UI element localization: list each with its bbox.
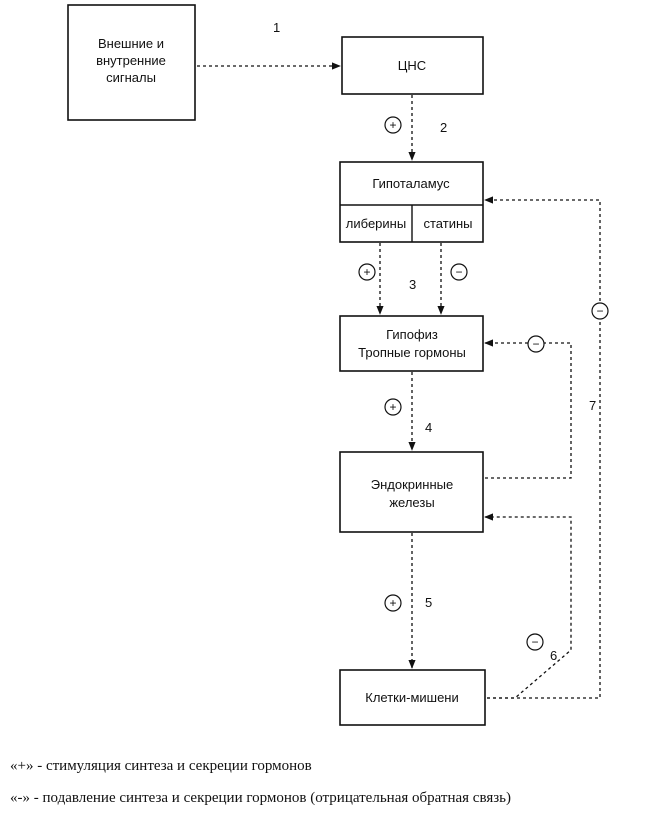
svg-text:−: −: [596, 304, 603, 318]
legend-minus: «-» - подавление синтеза и секреции горм…: [10, 790, 511, 806]
svg-text:+: +: [389, 118, 396, 132]
minus-sign-pituitary-feedback: −: [527, 335, 545, 353]
svg-text:−: −: [531, 635, 538, 649]
step-number-4: 4: [425, 420, 432, 435]
signals-label-line1: Внешние и: [98, 36, 164, 51]
plus-sign-5: +: [384, 594, 402, 612]
svg-text:+: +: [363, 265, 370, 279]
pituitary-label-line1: Гипофиз: [386, 327, 438, 342]
step-number-5: 5: [425, 595, 432, 610]
step-number-2: 2: [440, 120, 447, 135]
targets-label: Клетки-мишени: [365, 690, 459, 705]
glands-label-line1: Эндокринные: [371, 477, 453, 492]
minus-sign-hypothalamus-feedback: −: [591, 302, 609, 320]
legend-plus: «+» - стимуляция синтеза и секреции горм…: [10, 758, 312, 774]
svg-text:−: −: [455, 265, 462, 279]
hypothalamus-box: Гипоталамус либерины статины: [339, 161, 484, 243]
minus-sign-6: −: [526, 633, 544, 651]
feedback-glands-to-pituitary: [484, 339, 572, 479]
statins-label: статины: [424, 216, 473, 231]
feedback-targets-to-hypothalamus: [484, 196, 601, 699]
minus-sign-3: −: [450, 263, 468, 281]
signals-label-line3: сигналы: [106, 70, 156, 85]
pituitary-box: Гипофиз Тропные гормоны: [339, 315, 484, 372]
glands-box: Эндокринные железы: [339, 451, 484, 533]
pituitary-label-line2: Тропные гормоны: [358, 345, 466, 360]
plus-sign-2: +: [384, 116, 402, 134]
step-number-1: 1: [273, 20, 280, 35]
plus-sign-4: +: [384, 398, 402, 416]
cns-box: ЦНС: [341, 36, 484, 95]
svg-text:−: −: [532, 337, 539, 351]
hypothalamus-label: Гипоталамус: [372, 176, 450, 191]
liberins-label: либерины: [346, 216, 406, 231]
glands-label-line2: железы: [389, 495, 434, 510]
step-number-7: 7: [589, 398, 596, 413]
signals-box: Внешние и внутренние сигналы: [67, 4, 196, 121]
signals-label-line2: внутренние: [96, 53, 166, 68]
targets-box: Клетки-мишени: [339, 669, 486, 726]
step-number-3: 3: [409, 277, 416, 292]
plus-sign-3: +: [358, 263, 376, 281]
step-number-6: 6: [550, 648, 557, 663]
cns-label: ЦНС: [398, 58, 426, 73]
svg-text:+: +: [389, 596, 396, 610]
svg-text:+: +: [389, 400, 396, 414]
feedback-targets-to-glands: [484, 513, 572, 699]
